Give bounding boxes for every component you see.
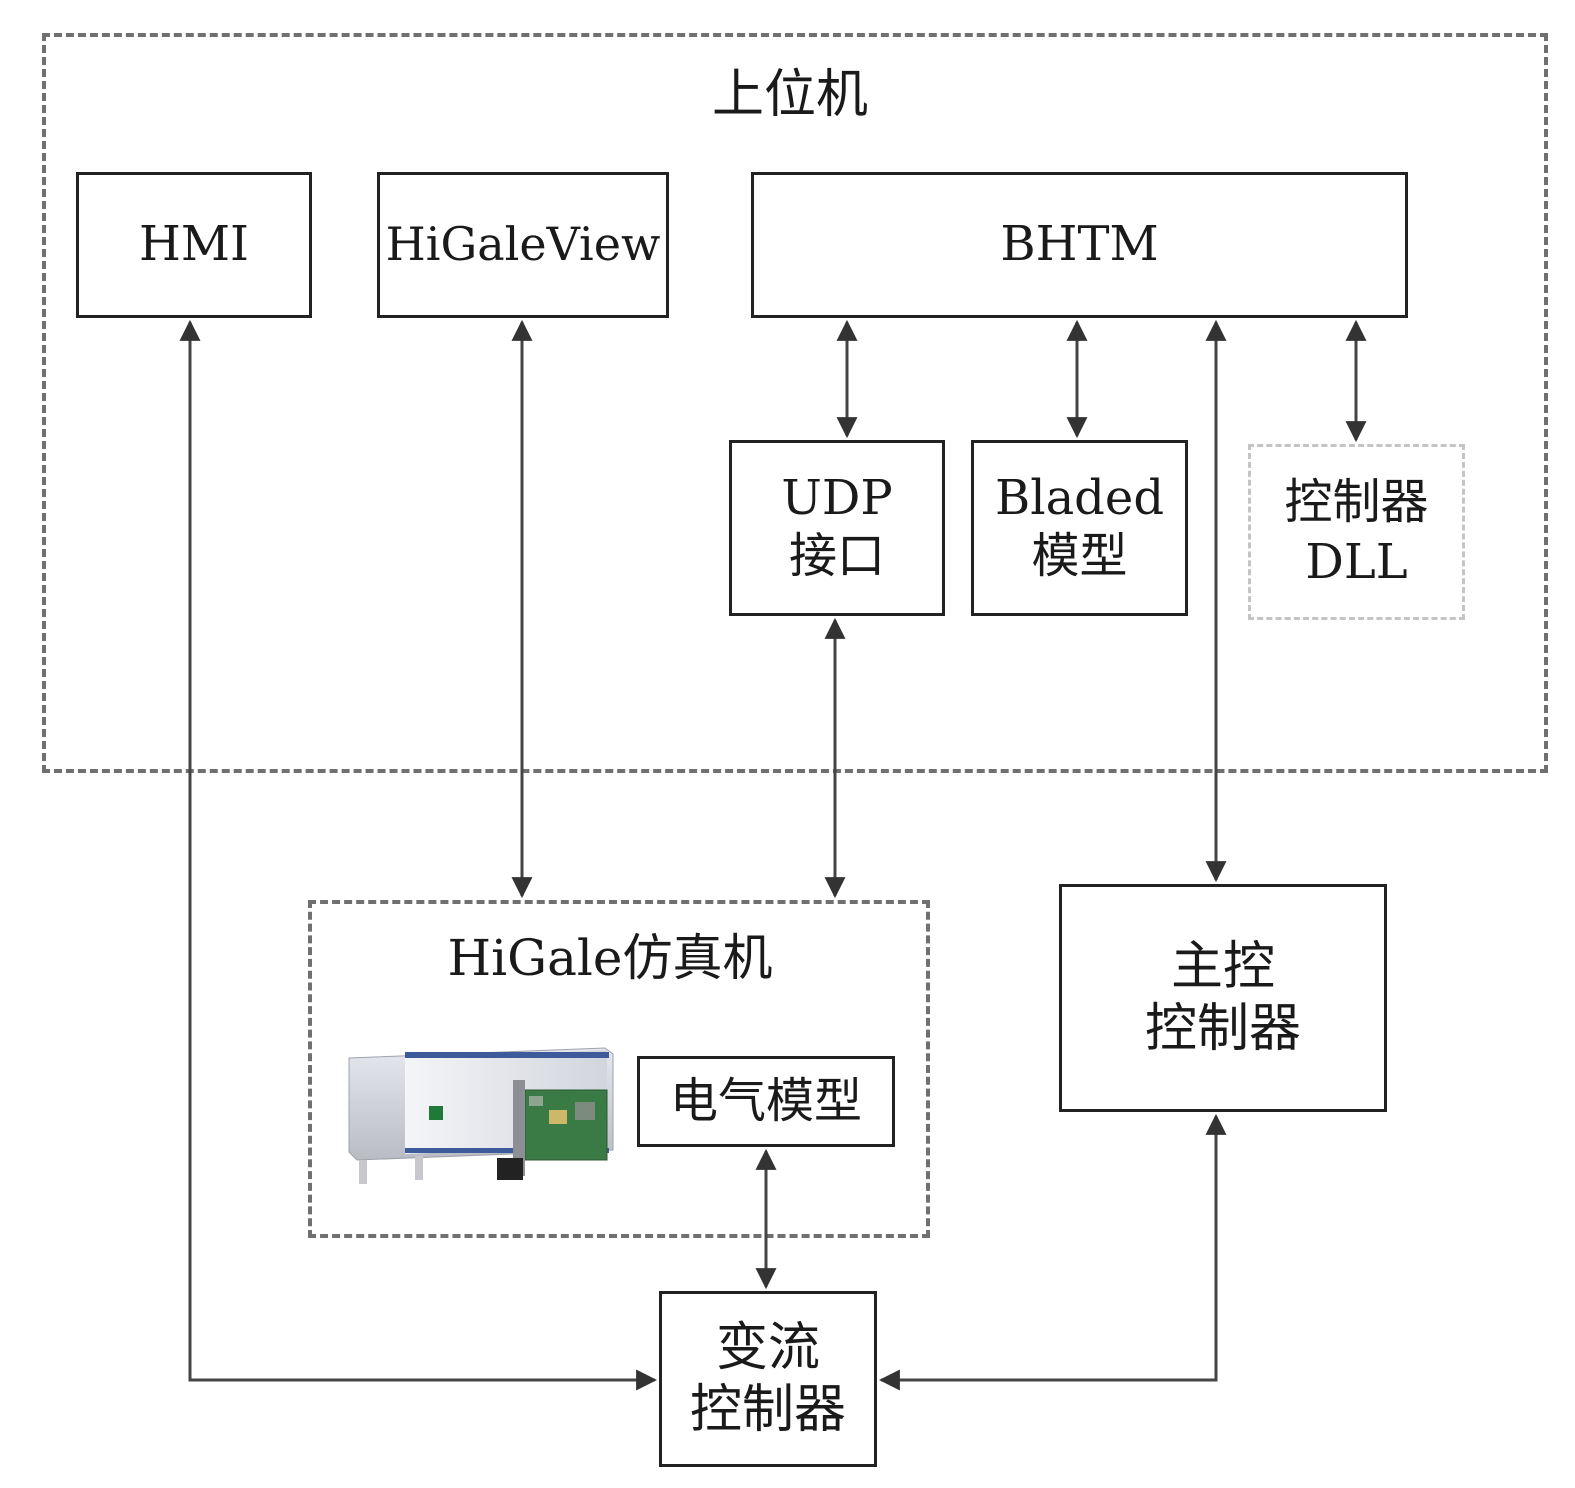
main-controller-line2: 控制器 xyxy=(1144,999,1301,1059)
electrical-model-label: 电气模型 xyxy=(669,1072,862,1129)
host-computer-group xyxy=(42,33,1548,773)
controller-dll-line1: 控制器 xyxy=(1284,474,1429,530)
electrical-model-box: 电气模型 xyxy=(637,1056,895,1147)
bladed-model-label: 模型 xyxy=(1031,528,1128,584)
controller-dll-box: 控制器 DLL xyxy=(1248,444,1465,620)
bladed-label: Bladed xyxy=(994,470,1165,527)
hmi-converter-link xyxy=(179,319,658,1391)
converter-controller-line1: 变流 xyxy=(715,1317,820,1378)
main-converter-link xyxy=(878,1113,1227,1391)
udp-interface-box: UDP 接口 xyxy=(729,440,945,616)
converter-controller-box: 变流 控制器 xyxy=(659,1291,877,1467)
higaleview-box: HiGaleView xyxy=(377,172,669,318)
main-controller-box: 主控 控制器 xyxy=(1059,884,1387,1112)
udp-label: UDP xyxy=(781,470,893,527)
bhtm-label: BHTM xyxy=(1000,216,1159,273)
host-computer-title: 上位机 xyxy=(711,65,868,125)
higaleview-label: HiGaleView xyxy=(385,217,661,272)
converter-controller-line2: 控制器 xyxy=(689,1380,846,1440)
main-controller-line1: 主控 xyxy=(1170,936,1275,997)
udp-interface-label: 接口 xyxy=(788,528,885,584)
bladed-model-box: Bladed 模型 xyxy=(971,440,1188,616)
bhtm-box: BHTM xyxy=(751,172,1408,318)
hmi-box: HMI xyxy=(76,172,312,318)
controller-dll-line2: DLL xyxy=(1305,534,1408,590)
hmi-label: HMI xyxy=(139,216,249,273)
